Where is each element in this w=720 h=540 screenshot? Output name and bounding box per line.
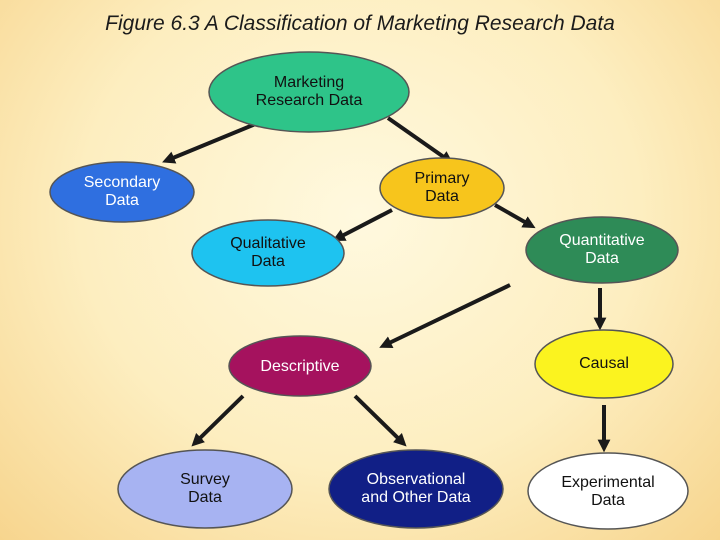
node-observational-data (328, 449, 504, 529)
edge-descriptive-to-observational (353, 394, 407, 447)
node-causal (534, 329, 674, 399)
node-marketing-research-data (208, 51, 410, 133)
node-secondary-data (49, 161, 195, 223)
edge-research-to-primary (386, 116, 454, 164)
node-descriptive (228, 335, 372, 397)
edge-primary-to-qualitative (332, 208, 393, 241)
node-quantitative-data (525, 216, 679, 284)
edge-primary-to-quantitative (494, 203, 536, 229)
node-experimental-data (527, 452, 689, 530)
edge-quantitative-to-descriptive (379, 283, 511, 349)
node-primary-data (379, 157, 505, 219)
node-qualitative-data (191, 219, 345, 287)
edge-descriptive-to-survey (191, 394, 245, 447)
node-survey-data (117, 449, 293, 529)
diagram-title: Figure 6.3 A Classification of Marketing… (105, 12, 615, 35)
